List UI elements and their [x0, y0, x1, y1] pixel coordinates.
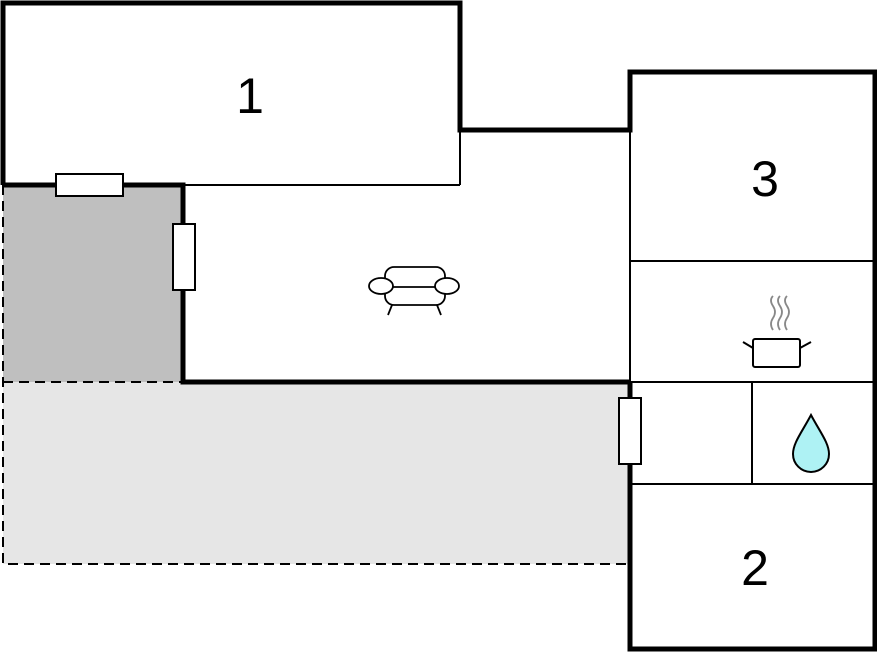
water-drop-icon — [791, 412, 831, 473]
covered-terrace — [3, 185, 183, 382]
room-label-2: 2 — [741, 540, 769, 596]
window — [55, 173, 124, 197]
room-label-1: 1 — [236, 68, 264, 124]
interior-walls — [183, 130, 875, 485]
cooking-pot-icon — [742, 295, 812, 368]
window — [172, 223, 196, 291]
room-label-3: 3 — [751, 151, 779, 207]
sofa-icon — [368, 266, 460, 316]
window — [618, 397, 642, 465]
terrace — [3, 382, 630, 564]
